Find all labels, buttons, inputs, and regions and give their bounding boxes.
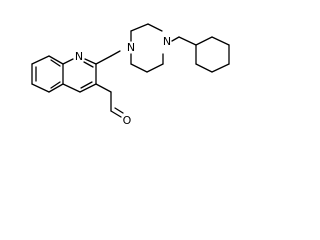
- bond: [62, 58, 74, 65]
- double-bond-inner: [50, 81, 61, 89]
- bond: [110, 110, 122, 118]
- bond: [84, 58, 97, 65]
- bond: [211, 63, 230, 73]
- bond: [79, 83, 97, 93]
- bond: [130, 23, 149, 32]
- piperazine-ring: [130, 23, 164, 73]
- bond: [195, 63, 213, 73]
- bond: [171, 36, 180, 42]
- atom-label-aldehyde-o: O: [123, 114, 132, 127]
- benzene-ring: [31, 55, 64, 93]
- aldehyde-group: [95, 83, 124, 118]
- bond: [146, 63, 164, 73]
- bond: [147, 23, 163, 32]
- cyclohexane-ring: [195, 36, 230, 73]
- bond: [178, 36, 197, 46]
- bond: [62, 83, 81, 93]
- pyridine-ring: [62, 58, 97, 93]
- bond: [95, 83, 112, 93]
- bond: [48, 83, 64, 93]
- chemical-structure-diagram: N N N O: [31, 23, 230, 127]
- bond: [95, 55, 112, 65]
- double-bond-inner: [50, 59, 61, 67]
- double-bond-inner: [83, 61, 94, 68]
- atom-label-quinoline-n: N: [75, 50, 83, 63]
- bond: [31, 83, 50, 93]
- bond: [110, 50, 121, 57]
- double-bond-inner: [80, 81, 93, 89]
- bond: [31, 55, 50, 65]
- double-bond-inner: [114, 107, 124, 114]
- atom-label-piperazine-n1: N: [127, 41, 135, 54]
- bond: [130, 63, 148, 73]
- atom-label-piperazine-n4: N: [163, 35, 171, 48]
- bond: [195, 36, 213, 46]
- bond: [48, 55, 64, 65]
- bond: [211, 36, 230, 46]
